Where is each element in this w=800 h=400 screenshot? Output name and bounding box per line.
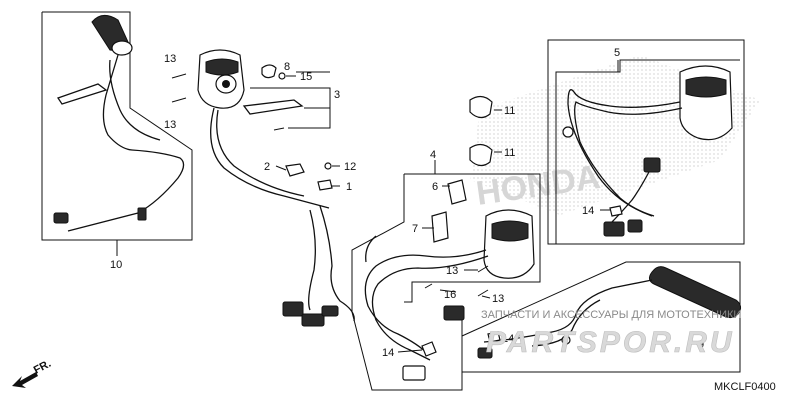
callout-7: 7 <box>412 223 418 235</box>
callout-10: 10 <box>110 259 122 271</box>
left-switch-assembly <box>171 49 355 327</box>
callout-13b: 13 <box>164 119 176 131</box>
clips-11 <box>469 95 502 167</box>
frame-5 <box>547 39 745 245</box>
frame-4 <box>351 160 541 391</box>
grip-heater-right <box>477 266 742 359</box>
right-switch-upper <box>562 65 733 237</box>
watermark: ЗАПЧАСТИ И АКСЕССУАРЫ ДЛЯ МОТОТЕХНИКИ PA… <box>481 309 741 359</box>
callout-1: 1 <box>346 181 352 193</box>
callout-14a: 14 <box>582 205 594 217</box>
callout-lines-left <box>250 71 340 187</box>
callout-6: 6 <box>432 181 438 193</box>
watermark-top-text: ЗАПЧАСТИ И АКСЕССУАРЫ ДЛЯ МОТОТЕХНИКИ <box>481 309 741 321</box>
callout-12: 12 <box>344 161 356 173</box>
front-direction-marker: FR. <box>12 358 53 388</box>
front-marker-label: FR. <box>32 358 53 377</box>
diagram-code: MKCLF0400 <box>714 381 776 393</box>
callout-8: 8 <box>284 61 290 73</box>
frame-9 <box>461 261 741 373</box>
callout-5: 5 <box>614 47 620 59</box>
callout-2: 2 <box>264 161 270 173</box>
callout-16: 16 <box>444 289 456 301</box>
callout-15: 15 <box>300 71 312 83</box>
callout-13a: 13 <box>164 53 176 65</box>
callout-4: 4 <box>430 149 436 161</box>
right-switch-assembly <box>364 179 535 381</box>
callout-14c: 14 <box>502 333 514 345</box>
callout-11a: 11 <box>504 105 515 117</box>
watermark-brand-text: PARTSPOR.RU <box>486 326 735 359</box>
front-arrow-icon <box>12 372 38 388</box>
frame-10 <box>41 11 193 256</box>
callout-13d: 13 <box>492 293 504 305</box>
grip-heater-left <box>53 15 185 232</box>
callout-11b: 11 <box>504 147 515 159</box>
callout-lines-4 <box>397 185 491 353</box>
callout-9: 9 <box>698 339 704 351</box>
callouts: 1 2 3 4 5 6 7 8 9 10 11 11 12 13 13 13 1… <box>110 47 704 359</box>
callout-3: 3 <box>334 89 340 101</box>
callout-13c: 13 <box>446 265 458 277</box>
callout-14b: 14 <box>382 347 394 359</box>
